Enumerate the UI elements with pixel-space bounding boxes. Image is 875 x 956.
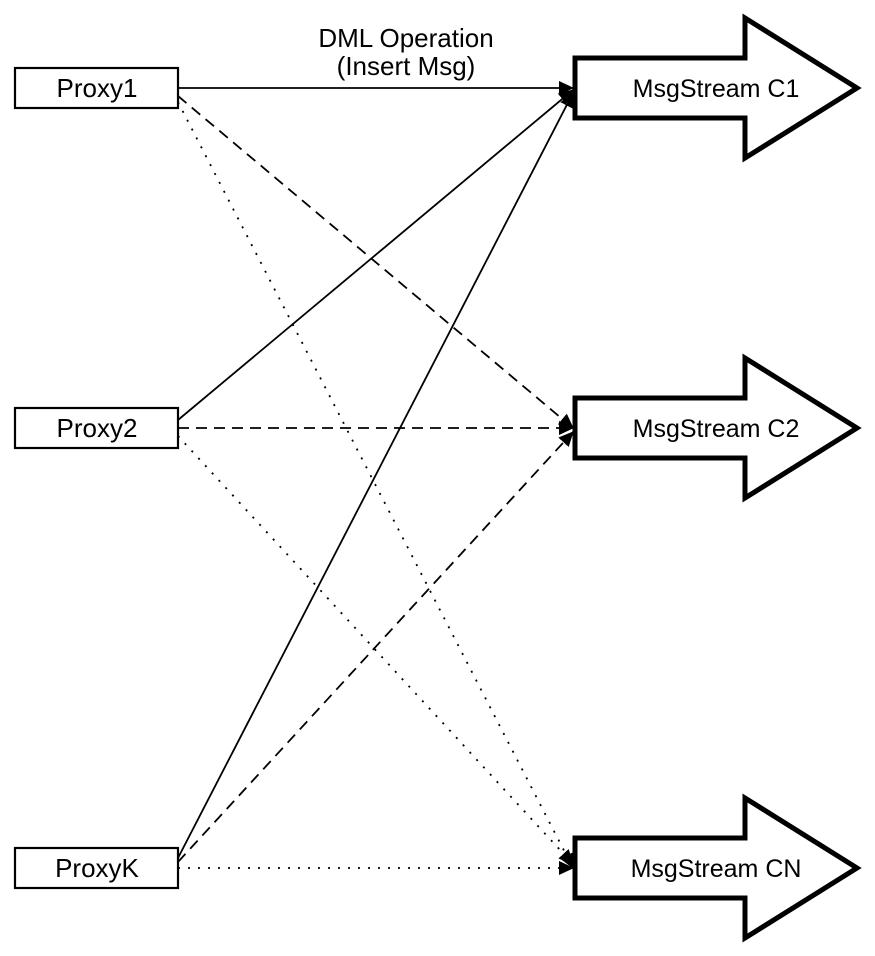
proxy-node-2: Proxy2 [13,406,180,450]
proxy-box-2 [13,406,180,450]
proxy-box-1 [13,66,180,110]
connector-proxyk-c1 [177,92,574,859]
connector-proxy1-cn [177,101,574,869]
block-arrow-c2-shape [572,353,862,503]
block-arrow-c1-shape [572,13,862,163]
proxy-label-1: Proxy1 [57,73,138,103]
connector-proxy2-c1 [177,89,574,421]
stream-node-c1: MsgStream C1 [572,13,862,163]
proxy-box-k [13,846,180,890]
connector-proxy2-cn [177,435,574,865]
stream-label-c2: MsgStream C2 [633,415,800,443]
proxy-node-1: Proxy1 [13,66,180,110]
proxy-label-2: Proxy2 [57,413,138,443]
stream-node-cn: MsgStream CN [572,793,862,943]
proxy-node-k: ProxyK [13,846,180,890]
block-arrow-cn-shape [572,793,862,943]
caption-line-1: DML Operation [318,23,493,53]
connector-proxyk-c2 [177,431,574,863]
stream-label-c1: MsgStream C1 [633,75,800,103]
stream-label-cn: MsgStream CN [631,855,802,883]
connector-proxy1-c2 [177,95,574,429]
caption-line-2: (Insert Msg) [337,51,476,81]
stream-node-c2: MsgStream C2 [572,353,862,503]
proxy-label-k: ProxyK [55,853,139,883]
